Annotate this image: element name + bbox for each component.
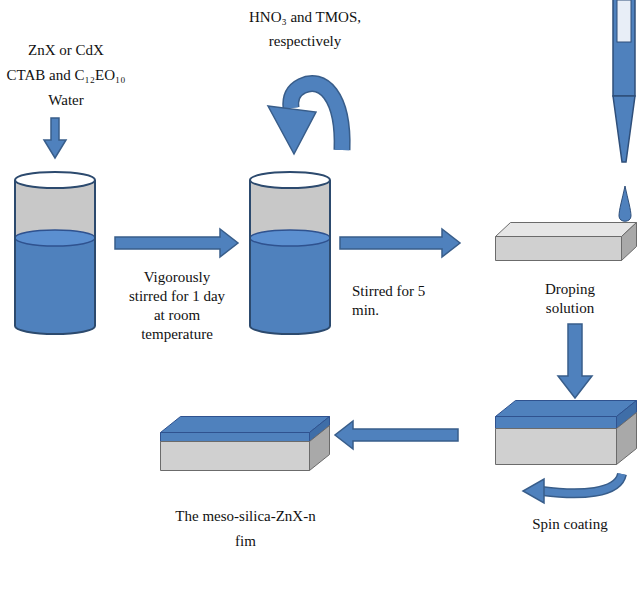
beaker-glass bbox=[250, 180, 330, 334]
liquid-surface bbox=[15, 230, 95, 246]
node-text: Spin coating bbox=[510, 515, 630, 534]
node-label: Spin coating bbox=[510, 515, 630, 534]
beaker-glass bbox=[15, 180, 95, 334]
pipette-bulb bbox=[617, 0, 631, 42]
coated-substrate-shape bbox=[495, 400, 638, 466]
rotation-arrow-outline bbox=[542, 474, 622, 493]
curved-arrow-head bbox=[268, 106, 316, 154]
pipette-body bbox=[613, 0, 635, 96]
slab-front bbox=[161, 442, 310, 471]
node-text: The meso-silica-ZnX-n fim bbox=[168, 504, 323, 554]
node-label: Droping solution bbox=[525, 280, 615, 318]
slab-front bbox=[496, 237, 622, 261]
slab-top bbox=[496, 223, 637, 237]
process-arrow bbox=[558, 324, 592, 398]
coating-front bbox=[496, 417, 617, 429]
node-label: HNO₃ and TMOS, respectively bbox=[240, 5, 370, 53]
beaker-liquid bbox=[15, 238, 95, 334]
slab-top bbox=[496, 401, 637, 417]
slab-top bbox=[161, 417, 330, 433]
beaker-outline bbox=[15, 180, 95, 334]
beaker-shape bbox=[15, 170, 95, 335]
slab-front bbox=[496, 429, 617, 465]
node-text: CTAB and C₁₂EO₁₀ bbox=[0, 63, 132, 88]
slab-side bbox=[617, 413, 637, 465]
slab-side bbox=[310, 426, 330, 471]
substrate-shape bbox=[495, 222, 638, 262]
slab-side bbox=[622, 223, 637, 261]
beaker-liquid bbox=[250, 238, 330, 334]
beaker: ZnX or CdXCTAB and C₁₂EO₁₀Water bbox=[15, 170, 95, 335]
node-label: ZnX or CdXCTAB and C₁₂EO₁₀Water bbox=[0, 38, 132, 113]
step-label: Stirred for 5 min. bbox=[352, 282, 447, 320]
film: The meso-silica-ZnX-n fim bbox=[160, 416, 330, 472]
drop bbox=[619, 186, 631, 221]
coating-front bbox=[161, 433, 310, 442]
process-arrow bbox=[335, 421, 458, 449]
coated-substrate: Spin coating bbox=[495, 400, 637, 472]
node-text: HNO₃ and TMOS, respectively bbox=[240, 5, 370, 53]
beaker: HNO₃ and TMOS, respectively bbox=[250, 170, 330, 335]
rotation-arrow-head bbox=[523, 479, 544, 503]
node-label: The meso-silica-ZnX-n fim bbox=[168, 504, 323, 554]
process-arrow bbox=[340, 229, 460, 257]
process-arrow bbox=[115, 229, 238, 257]
rotation-arrow bbox=[542, 474, 622, 493]
pipette-tip bbox=[613, 96, 635, 162]
node-text: ZnX or CdX bbox=[0, 38, 132, 63]
film-shape bbox=[160, 416, 331, 472]
down-arrow bbox=[44, 118, 66, 158]
beaker-outline bbox=[250, 180, 330, 334]
node-text: Droping solution bbox=[525, 280, 615, 318]
beaker-rim bbox=[250, 172, 330, 188]
liquid-surface bbox=[250, 230, 330, 246]
beaker-shape bbox=[250, 170, 330, 335]
beaker-rim bbox=[15, 172, 95, 188]
substrate: Droping solution bbox=[495, 222, 637, 322]
node-text: Water bbox=[0, 88, 132, 113]
step-label: Vigorously stirred for 1 day at room tem… bbox=[127, 268, 227, 344]
